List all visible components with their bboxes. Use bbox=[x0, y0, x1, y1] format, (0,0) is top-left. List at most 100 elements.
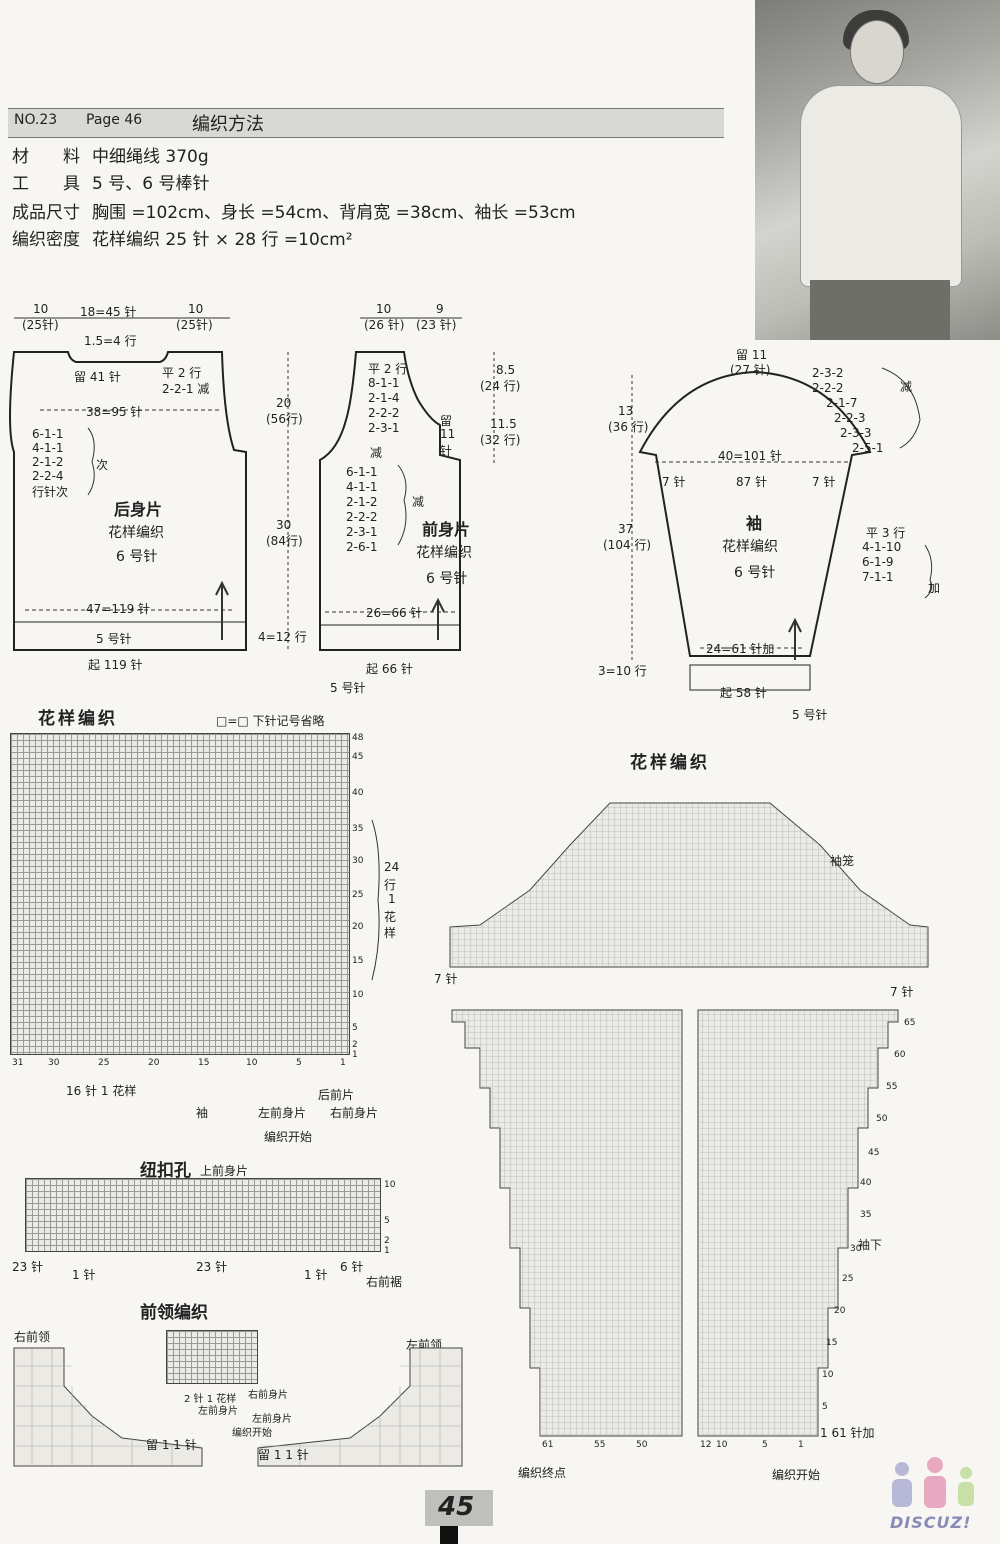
col-tick: 55 bbox=[594, 1440, 606, 1450]
buttonhole-label: 1 针 bbox=[304, 1268, 328, 1282]
back-height-label: 30 bbox=[276, 518, 292, 532]
neck-keep-left: 留 1 1 针 bbox=[258, 1448, 309, 1462]
neck-mid-label: 编织开始 bbox=[232, 1428, 272, 1439]
page-marker bbox=[440, 1526, 458, 1544]
row-tick: 30 bbox=[850, 1244, 862, 1254]
buttonhole-title: 纽扣孔 bbox=[140, 1161, 191, 1181]
front-top-label: 9 bbox=[436, 302, 444, 316]
front-neck-label: 平 2 行 bbox=[368, 362, 408, 376]
knit-start-label: 编织开始 bbox=[264, 1130, 313, 1144]
row-tick: 40 bbox=[352, 788, 364, 798]
row-tick: 1 bbox=[352, 1050, 358, 1060]
back-armhole-label: 6-1-1 bbox=[32, 427, 64, 441]
back-armhole-note: 次 bbox=[96, 458, 109, 472]
spec-label: 材 料 bbox=[12, 147, 80, 167]
page-title: 编织方法 bbox=[192, 114, 264, 135]
col-tick: 50 bbox=[636, 1440, 648, 1450]
front-neck-label: 2-1-4 bbox=[368, 391, 400, 405]
front-neck-keep: 留 bbox=[440, 414, 453, 428]
repeat-text: 样 bbox=[384, 926, 397, 940]
front-neck-height: 11.5 bbox=[490, 417, 517, 431]
sleeve-cap-label: 2-2-2 bbox=[812, 381, 844, 395]
sleeve-rib-label: 5 号针 bbox=[792, 708, 828, 722]
sleeve-cast-on: 起 58 针 bbox=[720, 686, 767, 700]
back-cast-on: 起 119 针 bbox=[88, 658, 143, 672]
back-shoulder-label: 平 2 行 bbox=[162, 366, 202, 380]
page-number-box bbox=[425, 1490, 493, 1526]
sleeve-width-label: 40=101 针 bbox=[718, 449, 783, 463]
back-height-label: 20 bbox=[276, 396, 292, 410]
col-tick: 10 bbox=[716, 1440, 728, 1450]
bottom-label: 袖 bbox=[196, 1106, 209, 1120]
front-top-label: 10 bbox=[376, 302, 392, 316]
back-top-label: (25针) bbox=[22, 318, 59, 332]
title-bar bbox=[8, 108, 724, 138]
repeat-caption: 16 针 1 花样 bbox=[66, 1084, 137, 1098]
back-armhole-label: 2-2-4 bbox=[32, 469, 64, 483]
row-tick: 45 bbox=[868, 1148, 880, 1158]
row-tick: 25 bbox=[842, 1274, 854, 1284]
front-width-label: 26=66 针 bbox=[366, 606, 423, 620]
sleeve-cap-note: 减 bbox=[900, 380, 913, 394]
back-top-label: 10 bbox=[188, 302, 204, 316]
col-tick: 5 bbox=[762, 1440, 768, 1450]
buttonhole-subtitle: 上前身片 bbox=[200, 1164, 249, 1178]
back-top-label: (25针) bbox=[176, 318, 213, 332]
row-tick: 2 bbox=[384, 1236, 390, 1246]
row-tick: 45 bbox=[352, 752, 364, 762]
sleeve-needle: 6 号针 bbox=[734, 565, 776, 581]
neck-chart-title: 前领编织 bbox=[140, 1303, 208, 1323]
sleeve-keep: (27 针) bbox=[730, 363, 771, 377]
front-neck-label: 8-1-1 bbox=[368, 376, 400, 390]
back-height-label: (56行) bbox=[266, 412, 303, 426]
front-dec-label: 减 bbox=[370, 446, 383, 460]
discuz-logo: DISCUZ! bbox=[880, 1455, 990, 1535]
logo-text: DISCUZ! bbox=[890, 1513, 972, 1532]
col-tick: 15 bbox=[198, 1058, 210, 1068]
page-number: 45 bbox=[438, 1492, 475, 1522]
sleeve-cap-height: (36 行) bbox=[608, 420, 649, 434]
row-tick: 25 bbox=[352, 890, 364, 900]
spec-label: 编织密度 bbox=[12, 230, 80, 250]
sleeve-cap-label: 2-1-7 bbox=[826, 396, 858, 410]
row-tick: 10 bbox=[384, 1180, 396, 1190]
sleeve-inc-label: 7-1-1 bbox=[862, 570, 894, 584]
row-tick: 10 bbox=[352, 990, 364, 1000]
cap-side-left: 7 针 bbox=[434, 972, 458, 986]
neck-mid-label: 右前身片 bbox=[248, 1390, 288, 1401]
row-tick: 1 bbox=[384, 1246, 390, 1256]
front-armhole-label: 2-3-1 bbox=[346, 525, 378, 539]
back-outline bbox=[9, 351, 247, 651]
row-tick: 65 bbox=[904, 1018, 916, 1028]
neck-mid-label: 左前身片 bbox=[252, 1414, 292, 1425]
row-tick: 55 bbox=[886, 1082, 898, 1092]
front-neck-height: 8.5 bbox=[496, 363, 516, 377]
sleeve-inc-note: 加 bbox=[928, 581, 941, 595]
sleeve-side-label: 7 针 bbox=[812, 475, 836, 489]
front-armhole-label: 2-2-2 bbox=[346, 510, 378, 524]
repeat-text: 行 bbox=[384, 878, 397, 892]
spec-value: 花样编织 25 针 × 28 行 =10cm² bbox=[92, 230, 353, 250]
sleeve-cap-height: 13 bbox=[618, 404, 634, 418]
back-top-label: 10 bbox=[33, 302, 49, 316]
page-reference: Page 46 bbox=[86, 112, 143, 128]
front-armhole-label: 6-1-1 bbox=[346, 465, 378, 479]
spec-value: 胸围 =102cm、身长 =54cm、背肩宽 =38cm、袖长 =53cm bbox=[92, 203, 576, 223]
sleeve-chart-title: 花样编织 bbox=[630, 753, 710, 773]
bottom-label: 右前身片 bbox=[330, 1106, 379, 1120]
back-needle: 6 号针 bbox=[116, 549, 158, 565]
front-armhole-label: 2-6-1 bbox=[346, 540, 378, 554]
row-tick: 2 bbox=[352, 1040, 358, 1050]
sleeve-rib-line bbox=[689, 664, 811, 691]
front-pattern: 花样编织 bbox=[416, 545, 472, 561]
sleeve-body-chart bbox=[451, 1009, 899, 1437]
spec-label: 工 具 bbox=[12, 174, 80, 194]
cap-side-right: 7 针 bbox=[890, 985, 914, 999]
front-needle: 6 号针 bbox=[426, 571, 468, 587]
front-piece-name: 前身片 bbox=[422, 520, 471, 539]
photo-sweater bbox=[800, 85, 962, 287]
front-top-label: (23 针) bbox=[416, 318, 457, 332]
back-shoulder-label: 2-2-1 减 bbox=[162, 382, 210, 396]
sleeve-outline bbox=[638, 370, 872, 657]
back-piece-name: 后身片 bbox=[114, 500, 163, 519]
